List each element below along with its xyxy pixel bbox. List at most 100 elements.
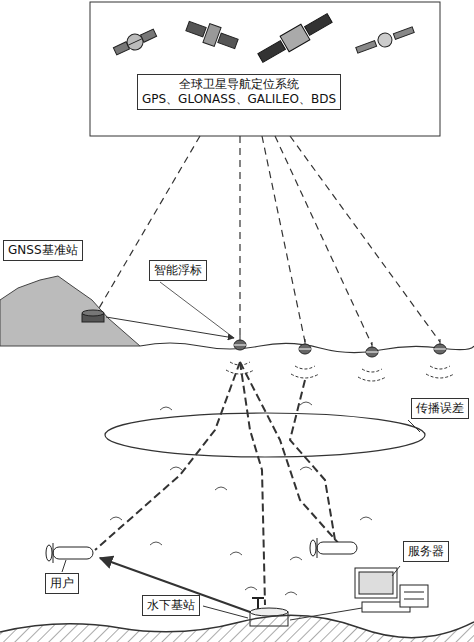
- callout-box: 传播误差: [411, 398, 469, 419]
- drawing-part: [355, 568, 397, 598]
- drawing-part: [128, 39, 143, 46]
- leader-line: [392, 566, 400, 576]
- drawing-part: [170, 467, 182, 470]
- leader-line: [160, 282, 234, 338]
- positioning-arrow: [100, 558, 250, 612]
- drawing-part: [110, 517, 122, 520]
- callout-box: 服务器: [403, 541, 449, 562]
- drawing-part: [290, 380, 335, 540]
- drawing-part: [404, 592, 424, 593]
- drawing-part: [275, 136, 372, 345]
- correction-link: [106, 317, 234, 338]
- drawing-part: [376, 31, 394, 49]
- satellite-panel: [90, 2, 440, 136]
- label-text: GNSS基准站: [8, 243, 78, 258]
- satellite: [354, 23, 415, 57]
- drawing-part: [240, 362, 265, 605]
- callout-box: 水下基站: [142, 595, 200, 616]
- drawing-part: [46, 545, 52, 561]
- callout-box: 用户: [45, 573, 79, 594]
- drawing-part: [366, 347, 378, 357]
- label-text: 智能浮标: [154, 263, 202, 278]
- drawing-part: [299, 344, 311, 354]
- satellite: [256, 10, 334, 66]
- satellite: [184, 17, 240, 54]
- drawing-part: [300, 402, 312, 405]
- leader-line: [408, 420, 420, 432]
- drawing-part: [239, 136, 240, 338]
- drawing-part: [356, 41, 377, 53]
- signal-lines: [95, 136, 440, 345]
- drawing-part: [317, 538, 318, 558]
- underwater-vehicle: [46, 543, 93, 563]
- drawing-part: [299, 339, 311, 354]
- drawing-part: [290, 136, 440, 342]
- label-text: 服务器: [408, 544, 444, 559]
- label-text: 水下基站: [147, 598, 195, 613]
- acoustic-arcs: [226, 362, 454, 381]
- drawing-part: [310, 540, 316, 556]
- drawing-part: [434, 339, 446, 354]
- drawing-part: [234, 335, 246, 350]
- drawing-part: [234, 345, 246, 346]
- leader-line: [203, 606, 248, 618]
- drawing-part: [53, 543, 54, 563]
- leader-line: [62, 560, 66, 572]
- drawing-part: [53, 547, 93, 559]
- drawing-part: [359, 572, 393, 594]
- drawing-part: [291, 374, 319, 378]
- drawing-part: [317, 542, 357, 554]
- drawing-part: [82, 310, 104, 316]
- label-text: 全球卫星导航定位系统: [142, 77, 336, 92]
- drawing-part: [430, 366, 450, 369]
- drawing-part: [95, 136, 200, 315]
- drawing-part: [295, 366, 315, 369]
- server-computer: [355, 568, 428, 612]
- drawing-part: [234, 340, 246, 350]
- drawing-part: [300, 467, 312, 470]
- gnss-antenna: [82, 310, 104, 322]
- drawing-part: [252, 597, 264, 599]
- drawing-part: [226, 370, 254, 374]
- drawing-part: [258, 41, 286, 63]
- wave-marks: [110, 402, 372, 595]
- drawing-part: [434, 344, 446, 354]
- drawing-part: [393, 27, 414, 39]
- callout-box: GNSS基准站: [3, 240, 83, 261]
- drawing-part: [218, 33, 238, 49]
- drawing-part: [360, 517, 372, 520]
- mountain: [0, 276, 140, 346]
- label-text: GPS、GLONASS、GALILEO、BDS: [142, 92, 336, 107]
- drawing-part: [434, 349, 446, 350]
- label-text: 用户: [50, 576, 74, 591]
- drawing-part: [245, 587, 257, 590]
- label-text: 传播误差: [416, 401, 464, 416]
- drawing-part: [400, 585, 428, 607]
- seabed: [0, 615, 474, 642]
- drawing-part: [305, 14, 333, 36]
- drawing-part: [404, 599, 424, 600]
- seabed-line: [0, 615, 474, 637]
- drawing-part: [124, 31, 145, 52]
- drawing-part: [215, 487, 227, 490]
- drawing-part: [230, 552, 242, 555]
- drawing-part: [366, 352, 378, 353]
- drawing-part: [366, 342, 378, 357]
- drawing-part: [299, 349, 311, 350]
- system-label-box: 全球卫星导航定位系统GPS、GLONASS、GALILEO、BDS: [137, 74, 341, 110]
- drawing-part: [362, 369, 382, 372]
- buoys: [234, 335, 446, 357]
- drawing-part: [290, 557, 302, 560]
- error-layer: [105, 413, 425, 457]
- drawing-part: [285, 592, 297, 595]
- underwater-vehicle: [310, 538, 357, 558]
- drawing-part: [240, 362, 340, 545]
- drawing-part: [186, 21, 206, 37]
- satellite: [112, 25, 159, 58]
- callout-box: 智能浮标: [149, 260, 207, 281]
- drawing-part: [150, 542, 162, 545]
- drawing-part: [426, 374, 454, 378]
- drawing-part: [95, 362, 240, 550]
- drawing-part: [262, 136, 305, 342]
